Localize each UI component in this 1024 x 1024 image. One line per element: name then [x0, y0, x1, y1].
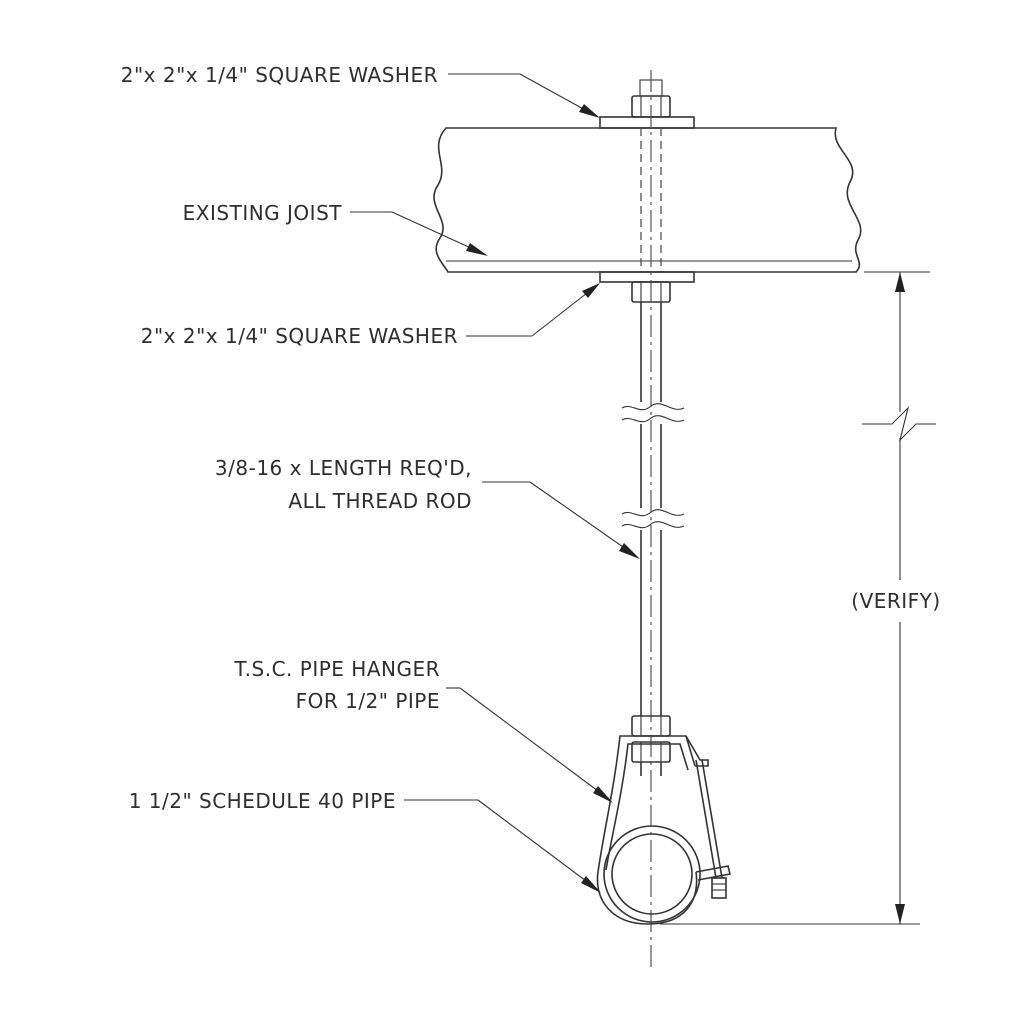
- leader-thread-rod: [482, 481, 640, 559]
- verify-dimension: [660, 271, 936, 925]
- label-existing-joist: EXISTING JOIST: [183, 201, 343, 225]
- schedule-40-pipe: [603, 825, 701, 923]
- label-pipe-hanger-line1: T.S.C. PIPE HANGER: [233, 657, 440, 681]
- label-thread-rod-line2: ALL THREAD ROD: [288, 489, 472, 513]
- label-schedule-40-pipe: 1 1/2" SCHEDULE 40 PIPE: [129, 789, 396, 813]
- leader-joist: [350, 211, 488, 256]
- top-square-washer: [599, 116, 695, 129]
- rod-through-joist-hidden: [640, 128, 662, 272]
- leader-top-washer: [448, 73, 600, 118]
- hanger-nuts: [631, 715, 671, 776]
- bottom-square-washer: [599, 271, 695, 283]
- leader-pipe: [404, 799, 601, 893]
- label-thread-rod-line1: 3/8-16 x LENGTH REQ'D,: [215, 456, 472, 480]
- existing-joist: [433, 127, 862, 273]
- label-bottom-washer: 2"x 2"x 1/4" SQUARE WASHER: [141, 324, 458, 348]
- pipe-hanger-strap: [596, 735, 731, 925]
- label-verify-dimension: (VERIFY): [851, 589, 940, 613]
- label-top-washer: 2"x 2"x 1/4" SQUARE WASHER: [121, 63, 438, 87]
- all-thread-rod: [621, 302, 685, 716]
- leader-bottom-washer: [466, 283, 600, 337]
- leader-pipe-hanger: [446, 687, 613, 803]
- label-pipe-hanger-line2: FOR 1/2" PIPE: [296, 689, 440, 713]
